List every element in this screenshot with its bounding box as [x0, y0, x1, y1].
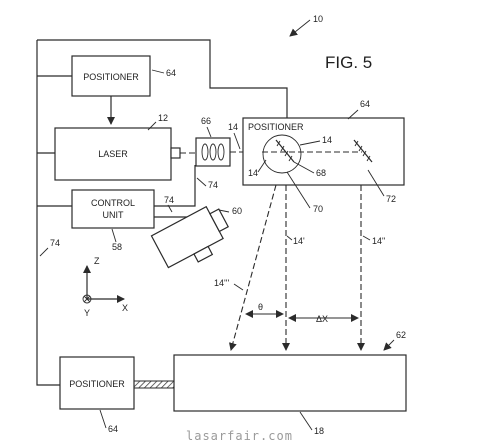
positioner-top-ref: 64 [166, 68, 176, 78]
axis-y-label: Y [84, 308, 90, 318]
figure-title: FIG. 5 [325, 53, 372, 72]
mirror-68 [275, 139, 295, 163]
ref-68-leader [293, 161, 315, 174]
control-unit-label-2: UNIT [103, 210, 124, 220]
axis-x-label: X [122, 303, 128, 313]
optics-ref: 66 [201, 116, 211, 126]
workpiece-ref: 62 [396, 330, 406, 340]
axis-y-circle [82, 294, 92, 304]
positioner-bottom-ref: 64 [108, 424, 118, 434]
ref-72: 72 [386, 194, 396, 204]
workpiece-ref-bottom: 18 [314, 426, 324, 436]
ref-74-left: 74 [50, 238, 60, 248]
control-unit-ref: 58 [112, 242, 122, 252]
beam-14ppp-leader [233, 283, 244, 291]
frame-top-wire [37, 39, 288, 118]
beam-14pp-leader [362, 235, 371, 241]
beam-ref-14-leader [233, 132, 241, 150]
ref-74-b-leader [167, 204, 173, 213]
axis-y-cross-b [83, 295, 91, 303]
optics-box [195, 137, 231, 167]
workpiece-ref-bottom-leader [299, 411, 313, 431]
ref-14-head-a: 14 [322, 135, 332, 145]
axis-z-label: Z [94, 256, 100, 266]
ref-main: 10 [313, 14, 323, 24]
wire-control-to-optics [174, 165, 196, 207]
positioner-shaft [133, 380, 175, 389]
positioner-bottom-ref-leader [99, 409, 107, 429]
ref-68: 68 [316, 168, 326, 178]
beam-14ppp [228, 184, 277, 351]
theta-label: θ [258, 302, 263, 312]
camera-ref: 60 [232, 206, 242, 216]
beam-14p-label: 14' [293, 236, 305, 246]
scan-head-box [242, 117, 405, 186]
laser-ref-leader [147, 121, 157, 131]
camera-ref-leader [218, 209, 230, 213]
positioner-top-ref-leader [151, 69, 165, 74]
camera [150, 205, 230, 269]
laser-ref: 12 [158, 113, 168, 123]
ref-70-leader [286, 171, 311, 209]
lens-2 [209, 143, 217, 161]
control-unit-box [71, 189, 155, 229]
workpiece-box [173, 354, 407, 412]
ref-74-left-leader [39, 247, 49, 257]
ref-74-a-leader [196, 177, 207, 187]
watermark: lasarfair.com [186, 429, 293, 443]
delta-x-label: ΔX [316, 314, 328, 324]
positioner-bottom-label: POSITIONER [69, 379, 125, 389]
scan-head-label: POSITIONER [248, 122, 304, 132]
ref-72-leader [367, 169, 385, 197]
ref-74-b: 74 [164, 195, 174, 205]
laser-label: LASER [98, 149, 128, 159]
ref-14-head-b: 14 [248, 168, 258, 178]
positioner-top-box [71, 55, 151, 97]
ref-14-head-b-leader [257, 159, 267, 173]
ref-14-head-a-leader [299, 140, 321, 146]
lens-1 [201, 143, 209, 161]
scan-head-ref-leader [347, 109, 359, 120]
ref-74-a: 74 [208, 180, 218, 190]
ref-70: 70 [313, 204, 323, 214]
beam-14ppp-label: 14''' [214, 278, 229, 288]
frame-left-wire [36, 40, 60, 386]
beam-14pp-label: 14" [372, 236, 385, 246]
optics-ref-leader [206, 126, 212, 138]
positioner-top-label: POSITIONER [83, 72, 139, 82]
laser-nozzle [170, 147, 181, 159]
lens-3 [217, 143, 225, 161]
mirror-circle [262, 134, 302, 174]
beam-14p-leader [286, 235, 293, 241]
beam-ref-14: 14 [228, 122, 238, 132]
control-unit-ref-leader [111, 228, 117, 243]
workpiece-ref-arrow [383, 339, 395, 351]
mirror-72 [353, 139, 373, 163]
control-unit-label-1: CONTROL [91, 198, 135, 208]
ref-main-arrow [289, 19, 311, 37]
scan-head-ref: 64 [360, 99, 370, 109]
